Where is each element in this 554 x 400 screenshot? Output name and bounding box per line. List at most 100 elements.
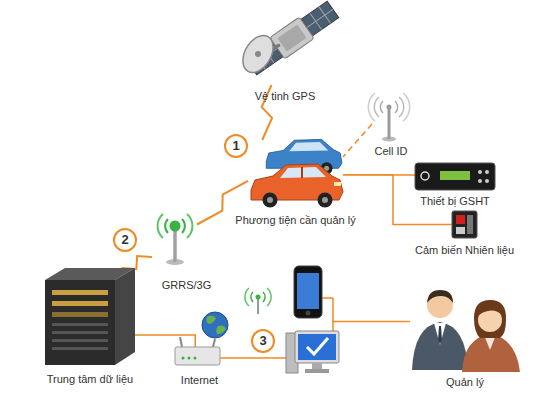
signal-wave: [165, 219, 185, 233]
server-front: [45, 280, 115, 365]
wire-connector: [135, 335, 195, 347]
server-vent: [52, 347, 108, 350]
dish-feed: [255, 51, 261, 57]
node-label: Cell ID: [374, 145, 407, 158]
node-label: Trung tâm dữ liệu: [47, 373, 133, 386]
computer-icon: [286, 331, 339, 373]
panel-grid: [307, 9, 333, 27]
router-antenna: [213, 339, 215, 347]
phone-button: [306, 311, 311, 316]
cell-antenna-icon: [368, 93, 409, 142]
node-label: Vệ tinh GPS: [255, 90, 316, 103]
sensor-case: [452, 211, 477, 238]
signal-wave: [374, 97, 403, 117]
man-suit: [412, 322, 468, 370]
server-vent: [52, 331, 108, 334]
data-center-node: Trung tâm dữ liệu: [45, 268, 135, 365]
server-bay: [52, 301, 108, 306]
server-bay: [52, 290, 108, 295]
callout-circle: [114, 229, 136, 251]
antenna-pole: [388, 108, 391, 139]
globe-land: [206, 316, 226, 334]
man-tie: [438, 326, 442, 344]
connector-group: [122, 85, 453, 358]
woman-hair: [474, 300, 506, 338]
antenna-ball: [170, 221, 181, 232]
cell-tower-node: Cell ID: [372, 100, 406, 140]
monitor-stand: [312, 363, 322, 369]
car-hub: [322, 197, 328, 203]
antenna-pole: [173, 230, 177, 262]
phone-wire: [332, 298, 334, 322]
router-icon: [175, 337, 220, 365]
internet-node: Internet: [175, 347, 220, 367]
antenna-pole: [257, 298, 259, 314]
globe: [202, 312, 228, 338]
fuel-sensor-icon: [452, 211, 477, 238]
car-headlight: [334, 182, 341, 186]
car-window: [280, 167, 326, 178]
wifi-antenna-icon: [245, 288, 271, 314]
car-wheel: [318, 193, 333, 208]
callout-number: 1: [224, 134, 248, 158]
sensor-probe: [467, 215, 473, 234]
node-label: Internet: [181, 374, 218, 387]
node-label: Cảm biến Nhiên liệu: [415, 244, 514, 257]
blank-patch: [0, 40, 185, 66]
router-led: [194, 357, 197, 360]
device-logo: [421, 172, 429, 180]
node-label: Phương tiện cần quản lý: [235, 214, 355, 227]
car-hub: [267, 197, 273, 203]
node-label: GRRS/3G: [162, 279, 212, 292]
device-button: [478, 179, 482, 183]
gprs-antenna-icon: [158, 214, 193, 265]
woman-fringe: [478, 306, 503, 316]
callout-number: 3: [251, 329, 275, 353]
check-mark: [307, 338, 328, 354]
device-case: [415, 163, 495, 190]
satellite-core-panel: [278, 25, 307, 52]
gprs-antenna-node: GRRS/3G: [152, 212, 197, 262]
satellite-node: Vệ tinh GPS: [240, 5, 330, 85]
car-wheel: [263, 193, 278, 208]
server-vent: [52, 339, 108, 342]
node-label: Quản lý: [446, 376, 484, 389]
server-icon: [45, 268, 135, 365]
woman-jacket: [462, 334, 520, 372]
antenna-tip: [256, 295, 261, 300]
monitor-frame: [295, 331, 339, 363]
device-display: [440, 171, 470, 180]
device-button: [485, 170, 489, 174]
wireless-link: [122, 256, 153, 269]
satellite-icon: [237, 0, 341, 78]
callout-number: 2: [113, 228, 137, 252]
fuel-sensor-node: Cảm biến Nhiên liệu: [452, 211, 477, 238]
car-pillar: [301, 167, 303, 178]
signal-wave: [251, 292, 265, 302]
callout-circle: [225, 135, 247, 157]
signal-wave: [245, 288, 271, 306]
man-shirt: [434, 323, 446, 345]
server-side: [115, 268, 135, 365]
monitor-screen: [298, 334, 336, 360]
manager-node: Quản lý: [410, 282, 520, 370]
router-led: [182, 357, 185, 360]
signal-wave: [380, 101, 397, 113]
managers-icon: [412, 290, 520, 372]
server-vent: [52, 323, 108, 326]
router-led: [188, 357, 191, 360]
server-bay: [52, 312, 108, 317]
phone-icon: [294, 266, 322, 318]
sensor-indicator: [456, 215, 465, 224]
orange-car: [251, 164, 343, 208]
signal-wave: [368, 93, 409, 121]
tracking-device-node: Thiết bị GSHT: [415, 163, 495, 190]
vehicle-node: Phương tiện cần quản lý: [248, 140, 343, 208]
phone-wire: [322, 297, 333, 299]
satellite-dish: [237, 30, 280, 78]
globe-icon: [202, 312, 228, 338]
node-label: Thiết bị GSHT: [420, 195, 490, 208]
router-antenna: [180, 337, 182, 347]
satellite-core: [270, 17, 314, 59]
